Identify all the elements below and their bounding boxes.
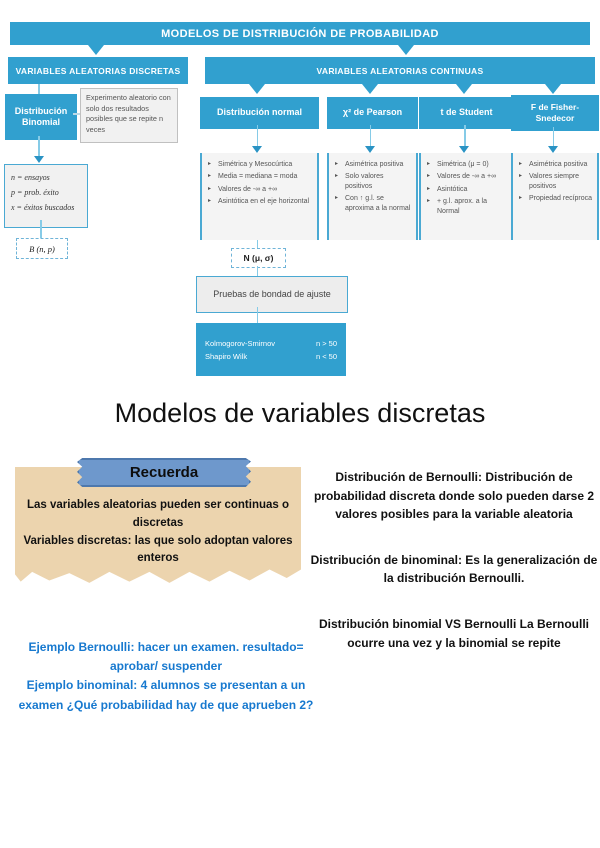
goodness-of-fit-box: Pruebas de bondad de ajuste — [196, 276, 348, 313]
connector-arrow-down-icon — [88, 45, 104, 55]
arrowhead-down-icon — [34, 156, 44, 163]
connector-line — [40, 220, 42, 238]
connector-line — [38, 84, 40, 94]
definition-bernoulli: Distribución de Bernoulli: Distribución … — [313, 470, 595, 522]
t-student-label: t de Student — [440, 107, 493, 118]
param-n: n = ensayos — [11, 173, 50, 182]
binomial-distribution-box: Distribución Binomial — [5, 94, 77, 140]
bullet-item: + g.l. aprox. a la Normal — [427, 197, 508, 216]
normal-distribution-label: Distribución normal — [216, 107, 302, 118]
binomial-distribution-label: Distribución Binomial — [14, 105, 68, 127]
connector-line — [73, 113, 80, 115]
connector-arrow-down-icon — [456, 84, 472, 94]
experiment-note-text: Experimento aleatorio con solo dos resul… — [86, 93, 171, 134]
recuerda-note-text: Las variables aleatorias pueden ser cont… — [15, 467, 301, 568]
bullet-item: Valores de -∞ a +∞ — [208, 185, 313, 194]
bullet-item: Asintótica — [427, 185, 508, 194]
test-condition: n < 50 — [315, 351, 337, 361]
discrete-header-label: VARIABLES ALEATORIAS DISCRETAS — [15, 65, 181, 76]
f-fisher-snedecor-label: F de Fisher-Snedecor — [530, 102, 580, 123]
experiment-note-box: Experimento aleatorio con solo dos resul… — [80, 88, 178, 143]
continuous-header-bar: VARIABLES ALEATORIAS CONTINUAS — [205, 57, 595, 84]
bullet-item: Asimétrica positiva — [519, 160, 593, 169]
recuerda-ribbon: Recuerda — [77, 458, 251, 487]
connector-line — [552, 127, 554, 146]
connector-line — [256, 307, 258, 323]
test-name: Kolmogorov-Smirnov — [205, 338, 276, 348]
flowchart-title-bar: MODELOS DE DISTRIBUCIÓN DE PROBABILIDAD — [10, 22, 590, 45]
binomial-notation-box: B (n, p) — [16, 238, 68, 259]
fisher-properties-list: Asimétrica positiva Valores siempre posi… — [513, 153, 597, 211]
bullet-item: Solo valores positivos — [335, 172, 412, 191]
pearson-properties-list: Asimétrica positiva Solo valores positiv… — [329, 153, 416, 220]
normal-notation-box: N (μ, σ) — [231, 248, 286, 268]
binomial-notation: B (n, p) — [29, 243, 55, 254]
connector-line — [38, 136, 40, 156]
normality-tests-box: Kolmogorov-Smirnov n > 50 Shapiro Wilk n… — [196, 323, 346, 376]
arrowhead-down-icon — [252, 146, 262, 153]
bullet-item: Media = mediana = moda — [208, 172, 313, 181]
bullet-item: Propiedad recíproca — [519, 194, 593, 203]
section-heading: Modelos de variables discretas — [114, 398, 486, 428]
f-fisher-snedecor-box: F de Fisher-Snedecor — [511, 95, 599, 131]
fisher-properties-box: Asimétrica positiva Valores siempre posi… — [511, 153, 599, 240]
test-name: Shapiro Wilk — [205, 351, 248, 361]
test-condition: n > 50 — [315, 338, 337, 348]
recuerda-line-1: Las variables aleatorias pueden ser cont… — [26, 499, 290, 529]
example-bernoulli: Ejemplo Bernoulli: hacer un examen. resu… — [28, 640, 304, 674]
normal-properties-list: Simétrica y Mesocúrtica Media = mediana … — [202, 153, 317, 214]
bullet-item: Con ↑ g.l. se aproxima a la normal — [335, 194, 412, 213]
arrowhead-down-icon — [548, 146, 558, 153]
connector-line — [464, 125, 466, 146]
connector-arrow-down-icon — [249, 84, 265, 94]
param-x: x = éxitos buscados — [11, 203, 75, 213]
param-p: p = prob. éxito — [11, 188, 59, 198]
student-properties-box: Simétrica (μ = 0) Valores de -∞ a +∞ Asi… — [419, 153, 514, 240]
bullet-item: Simétrica y Mesocúrtica — [208, 160, 313, 169]
definition-binomial: Distribución de binominal: Es la general… — [310, 552, 598, 586]
bullet-item: Valores de -∞ a +∞ — [427, 172, 508, 181]
bullet-item: Valores siempre positivos — [519, 172, 593, 191]
arrowhead-down-icon — [459, 146, 469, 153]
example-binomial: Ejemplo binominal: 4 alumnos se presenta… — [18, 678, 314, 712]
bullet-item: Simétrica (μ = 0) — [427, 160, 508, 169]
test-row: Shapiro Wilk n < 50 — [205, 352, 337, 361]
flowchart-title: MODELOS DE DISTRIBUCIÓN DE PROBABILIDAD — [161, 27, 439, 40]
connector-arrow-down-icon — [398, 45, 414, 55]
connector-arrow-down-icon — [545, 84, 561, 94]
connector-line — [256, 125, 258, 146]
normal-properties-box: Simétrica y Mesocúrtica Media = mediana … — [200, 153, 319, 240]
goodness-of-fit-label: Pruebas de bondad de ajuste — [213, 289, 331, 300]
connector-line — [256, 240, 258, 248]
binomial-params-box: n = ensayos p = prob. éxito x = éxitos b… — [4, 164, 88, 228]
connector-line — [256, 266, 258, 276]
arrowhead-down-icon — [365, 146, 375, 153]
bullet-item: Asintótica en el eje horizontal — [208, 197, 313, 206]
test-row: Kolmogorov-Smirnov n > 50 — [205, 339, 337, 348]
t-student-box: t de Student — [419, 97, 514, 129]
recuerda-line-2: Variables discretas: las que solo adopta… — [23, 534, 293, 565]
definitions-column: Distribución de Bernoulli: Distribución … — [310, 468, 598, 679]
normal-notation: N (μ, σ) — [243, 253, 274, 263]
continuous-header-label: VARIABLES ALEATORIAS CONTINUAS — [316, 65, 484, 76]
student-properties-list: Simétrica (μ = 0) Valores de -∞ a +∞ Asi… — [421, 153, 512, 223]
chi-squared-pearson-label: χ² de Pearson — [342, 107, 403, 118]
recuerda-ribbon-label: Recuerda — [129, 464, 199, 481]
definition-binomial-vs-bernoulli: Distribución binomial VS Bernoulli La Be… — [318, 616, 590, 650]
pearson-properties-box: Asimétrica positiva Solo valores positiv… — [327, 153, 418, 240]
normal-distribution-box: Distribución normal — [200, 97, 319, 129]
chi-squared-pearson-box: χ² de Pearson — [327, 97, 418, 129]
discrete-header-bar: VARIABLES ALEATORIAS DISCRETAS — [8, 57, 188, 84]
connector-line — [369, 125, 371, 146]
bullet-item: Asimétrica positiva — [335, 160, 412, 169]
connector-arrow-down-icon — [362, 84, 378, 94]
examples-block: Ejemplo Bernoulli: hacer un examen. resu… — [18, 638, 314, 715]
